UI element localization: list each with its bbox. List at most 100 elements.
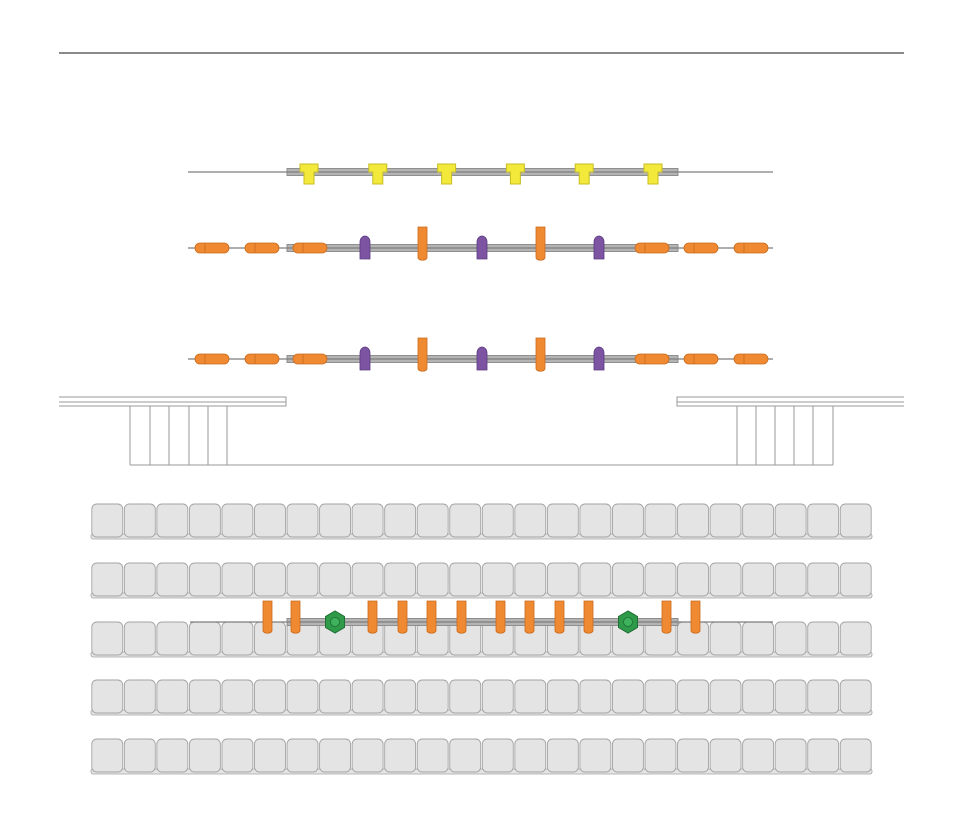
seat-row-base — [90, 592, 873, 599]
seat — [91, 562, 124, 597]
seat — [123, 679, 156, 714]
seat — [546, 738, 579, 773]
seat — [644, 679, 677, 714]
bottom-orange-clip — [397, 600, 408, 634]
seat — [742, 738, 775, 773]
orange-chain-piece — [634, 242, 670, 254]
purple-clip — [359, 235, 371, 260]
bottom-orange-clip — [426, 600, 437, 634]
orange-tall-clip — [535, 337, 546, 372]
seat — [384, 679, 417, 714]
seat — [286, 738, 319, 773]
seat — [481, 562, 514, 597]
seat — [188, 738, 221, 773]
seat-row-base — [90, 768, 873, 775]
seat — [644, 738, 677, 773]
bottom-orange-clip — [690, 600, 701, 634]
purple-clip — [593, 235, 605, 260]
orange-chain-piece — [733, 242, 769, 254]
seat — [188, 679, 221, 714]
seat — [91, 738, 124, 773]
seat — [742, 621, 775, 656]
orange-chain-piece — [194, 353, 230, 365]
seat — [449, 738, 482, 773]
rail-orange-purple-2 — [188, 337, 773, 372]
seat — [774, 621, 807, 656]
seat — [416, 738, 449, 773]
seat — [709, 679, 742, 714]
seat — [839, 621, 872, 656]
seat — [254, 503, 286, 538]
seat — [774, 503, 807, 538]
seat — [319, 738, 351, 773]
seat — [742, 679, 775, 714]
orange-chain-piece — [683, 242, 719, 254]
seat — [677, 562, 709, 597]
seat — [546, 562, 579, 597]
seat-row-base — [90, 709, 873, 716]
orange-chain-piece — [733, 353, 769, 365]
orange-chain-piece — [292, 242, 328, 254]
seat — [254, 738, 286, 773]
yellow-connector — [574, 163, 594, 185]
seat — [579, 562, 612, 597]
seat — [156, 562, 189, 597]
seat — [807, 679, 840, 714]
seat — [221, 738, 254, 773]
seat — [579, 738, 612, 773]
seat — [156, 621, 189, 656]
seat — [807, 621, 840, 656]
seat — [123, 738, 156, 773]
seat — [351, 503, 384, 538]
yellow-connector — [643, 163, 663, 185]
seat — [156, 679, 189, 714]
seat — [514, 738, 547, 773]
seat — [221, 562, 254, 597]
yellow-connector — [368, 163, 388, 185]
seat — [709, 621, 742, 656]
orange-tall-clip — [535, 226, 546, 261]
seat — [709, 503, 742, 538]
orange-chain-piece — [244, 242, 280, 254]
seat — [351, 562, 384, 597]
seat — [742, 562, 775, 597]
seat — [612, 503, 644, 538]
seat — [514, 679, 547, 714]
seat — [677, 738, 709, 773]
seat — [286, 679, 319, 714]
seat — [286, 503, 319, 538]
seat — [416, 503, 449, 538]
seat — [774, 679, 807, 714]
seat — [612, 738, 644, 773]
bottom-orange-clip — [456, 600, 467, 634]
seat — [351, 679, 384, 714]
yellow-connector — [299, 163, 319, 185]
seat — [319, 503, 351, 538]
seat — [644, 562, 677, 597]
seat — [188, 503, 221, 538]
seat — [319, 562, 351, 597]
bottom-orange-clip — [262, 600, 273, 634]
seat — [449, 503, 482, 538]
orange-chain-piece — [634, 353, 670, 365]
seat — [742, 503, 775, 538]
seat — [481, 503, 514, 538]
seat — [774, 562, 807, 597]
seat — [384, 562, 417, 597]
seat — [514, 562, 547, 597]
green-hex-hole — [623, 617, 633, 627]
seat — [221, 679, 254, 714]
purple-clip — [476, 346, 488, 371]
seat — [546, 679, 579, 714]
seat — [123, 621, 156, 656]
seat — [612, 679, 644, 714]
purple-clip — [593, 346, 605, 371]
seat — [384, 738, 417, 773]
bottom-orange-clip — [495, 600, 506, 634]
rail-yellow-connectors — [188, 163, 773, 185]
bottom-orange-clip — [661, 600, 672, 634]
seat — [91, 621, 124, 656]
seat — [254, 679, 286, 714]
seat — [612, 562, 644, 597]
